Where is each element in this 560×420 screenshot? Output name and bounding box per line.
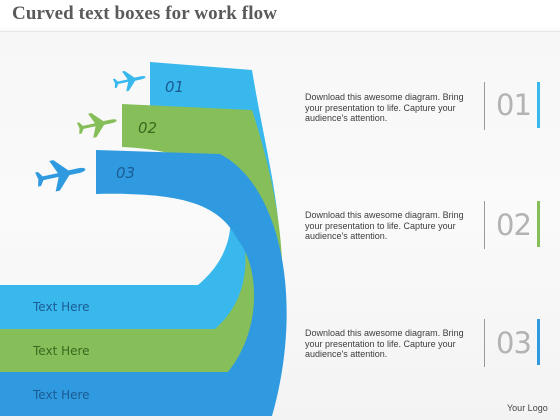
logo-text: Your Logo (507, 403, 548, 413)
card-accent-03 (537, 319, 540, 365)
airplane-icon (75, 108, 120, 141)
slide-title: Curved text boxes for work flow (12, 3, 278, 24)
card-accent-01 (537, 82, 540, 128)
card-number-02: 02 (496, 208, 532, 242)
band-label-03: Text Here (32, 388, 90, 402)
card-number-03: 03 (496, 326, 532, 360)
flow-band-03 (0, 150, 287, 416)
airplane-icon (33, 154, 89, 195)
title-divider (0, 31, 560, 32)
step-number-03: 03 (116, 164, 135, 182)
card-number-01: 01 (496, 88, 532, 122)
step-description-03: Download this awesome diagram. Bring you… (305, 328, 464, 359)
airplane-icon (111, 67, 148, 94)
card-accent-02 (537, 201, 540, 247)
card-divider-03 (484, 319, 485, 367)
card-divider-01 (484, 82, 485, 130)
card-divider-02 (484, 201, 485, 249)
band-label-02: Text Here (32, 344, 90, 358)
band-label-01: Text Here (32, 300, 90, 314)
step-number-02: 02 (138, 119, 157, 137)
step-description-02: Download this awesome diagram. Bring you… (305, 210, 464, 241)
step-number-01: 01 (165, 78, 184, 96)
step-description-01: Download this awesome diagram. Bring you… (305, 92, 464, 123)
